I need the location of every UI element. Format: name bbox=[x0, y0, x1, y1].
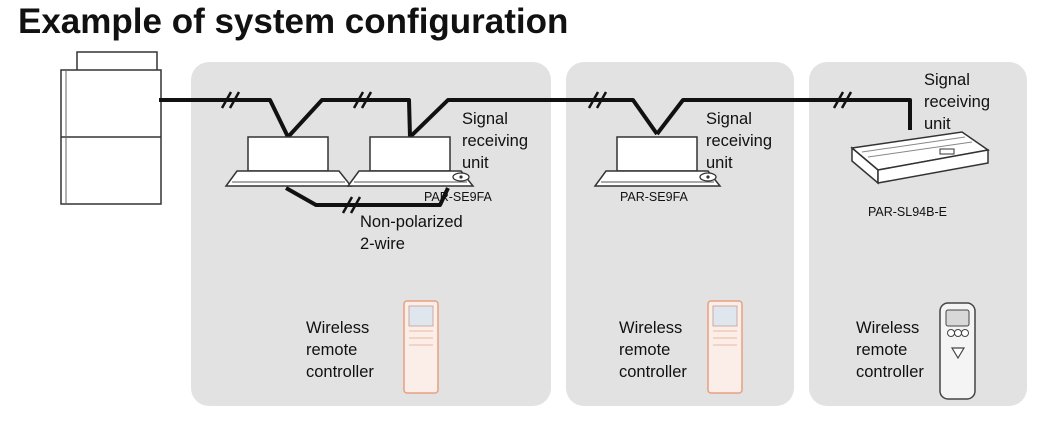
wireless-remote-controller-3 bbox=[939, 302, 976, 400]
signal-label-line: unit bbox=[462, 154, 489, 172]
outdoor-unit bbox=[60, 51, 162, 205]
group-panel-1 bbox=[191, 62, 551, 406]
signal-receiver-icon bbox=[452, 172, 470, 182]
signal-label-line: receiving bbox=[706, 132, 773, 150]
wiring-label-line: Non-polarized bbox=[360, 213, 463, 231]
cassette-indoor-unit-3 bbox=[593, 136, 722, 187]
signal-label-line: receiving bbox=[462, 132, 529, 150]
remote-label-line: remote bbox=[856, 341, 908, 359]
wireless-remote-controller-2 bbox=[707, 300, 743, 394]
wireless-remote-label: Wireless remote controller bbox=[306, 317, 374, 383]
model-label: PAR-SE9FA bbox=[620, 190, 688, 204]
signal-label-line: Signal bbox=[924, 71, 970, 89]
remote-label-line: controller bbox=[856, 363, 924, 381]
wiring-label-line: 2-wire bbox=[360, 235, 405, 253]
wire-slash-marks bbox=[220, 91, 853, 109]
model-label: PAR-SE9FA bbox=[424, 190, 492, 204]
ceiling-suspended-unit bbox=[850, 131, 990, 185]
remote-label-line: controller bbox=[619, 363, 687, 381]
cassette-indoor-unit-2 bbox=[346, 136, 475, 187]
wireless-remote-label: Wireless remote controller bbox=[619, 317, 687, 383]
non-polarized-wire bbox=[285, 186, 450, 207]
non-polarized-slash bbox=[341, 196, 362, 214]
group-panel-2 bbox=[566, 62, 794, 406]
transmission-line bbox=[159, 98, 912, 139]
signal-label-line: Signal bbox=[706, 110, 752, 128]
remote-label-line: controller bbox=[306, 363, 374, 381]
remote-label-line: remote bbox=[619, 341, 671, 359]
remote-label-line: Wireless bbox=[306, 319, 370, 337]
signal-receiving-unit-label: Signal receiving unit bbox=[706, 108, 772, 174]
page-title: Example of system configuration bbox=[18, 2, 569, 41]
signal-receiving-unit-label: Signal receiving unit bbox=[924, 69, 990, 135]
signal-label-line: receiving bbox=[924, 93, 991, 111]
cassette-indoor-unit-1 bbox=[224, 136, 353, 187]
remote-label-line: Wireless bbox=[619, 319, 683, 337]
signal-receiver-icon bbox=[699, 172, 717, 182]
model-label: PAR-SL94B-E bbox=[868, 205, 947, 219]
group-panel-3 bbox=[809, 62, 1027, 406]
wireless-remote-controller-1 bbox=[403, 300, 439, 394]
remote-label-line: Wireless bbox=[856, 319, 920, 337]
signal-label-line: unit bbox=[706, 154, 733, 172]
signal-label-line: Signal bbox=[462, 110, 508, 128]
signal-label-line: unit bbox=[924, 115, 951, 133]
wiring-label: Non-polarized 2-wire bbox=[360, 211, 463, 255]
remote-label-line: remote bbox=[306, 341, 358, 359]
signal-receiving-unit-label: Signal receiving unit bbox=[462, 108, 528, 174]
wireless-remote-label: Wireless remote controller bbox=[856, 317, 924, 383]
signal-receiver-icon bbox=[939, 148, 955, 155]
